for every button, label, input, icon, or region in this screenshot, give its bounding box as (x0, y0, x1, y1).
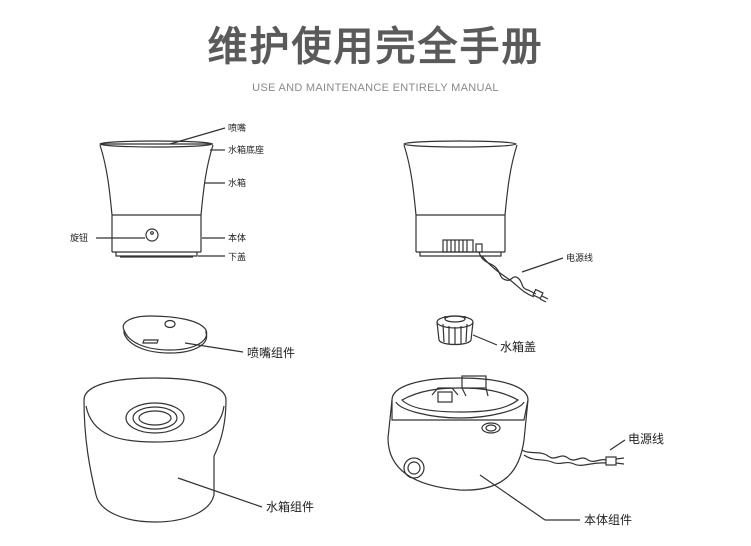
label-tank-base: 水箱底座 (228, 144, 264, 156)
page-subtitle: USE AND MAINTENANCE ENTIRELY MANUAL (252, 82, 499, 94)
nozzle-assembly-part (122, 315, 208, 354)
label-nozzle-assembly: 喷嘴组件 (247, 346, 295, 360)
rear-view-humidifier (403, 140, 549, 303)
label-knob: 旋钮 (70, 232, 88, 244)
label-tank-assembly: 水箱组件 (266, 499, 314, 514)
body-assembly-part (387, 375, 625, 491)
label-water-tank: 水箱 (228, 177, 246, 189)
page-title: 维护使用完全手册 (207, 24, 544, 70)
label-rear-power-cord: 电源线 (566, 252, 593, 264)
label-bottom-cover: 下盖 (228, 251, 246, 263)
tank-assembly-part (83, 377, 227, 523)
label-tank-cap: 水箱盖 (500, 339, 536, 354)
label-main-body: 本体 (228, 232, 246, 244)
front-view-humidifier (99, 140, 214, 258)
label-body-assembly: 本体组件 (584, 513, 632, 527)
tank-cap-part (436, 315, 474, 346)
label-power-cord: 电源线 (628, 432, 664, 446)
label-nozzle: 喷嘴 (228, 123, 246, 134)
knob-shape (145, 228, 159, 242)
